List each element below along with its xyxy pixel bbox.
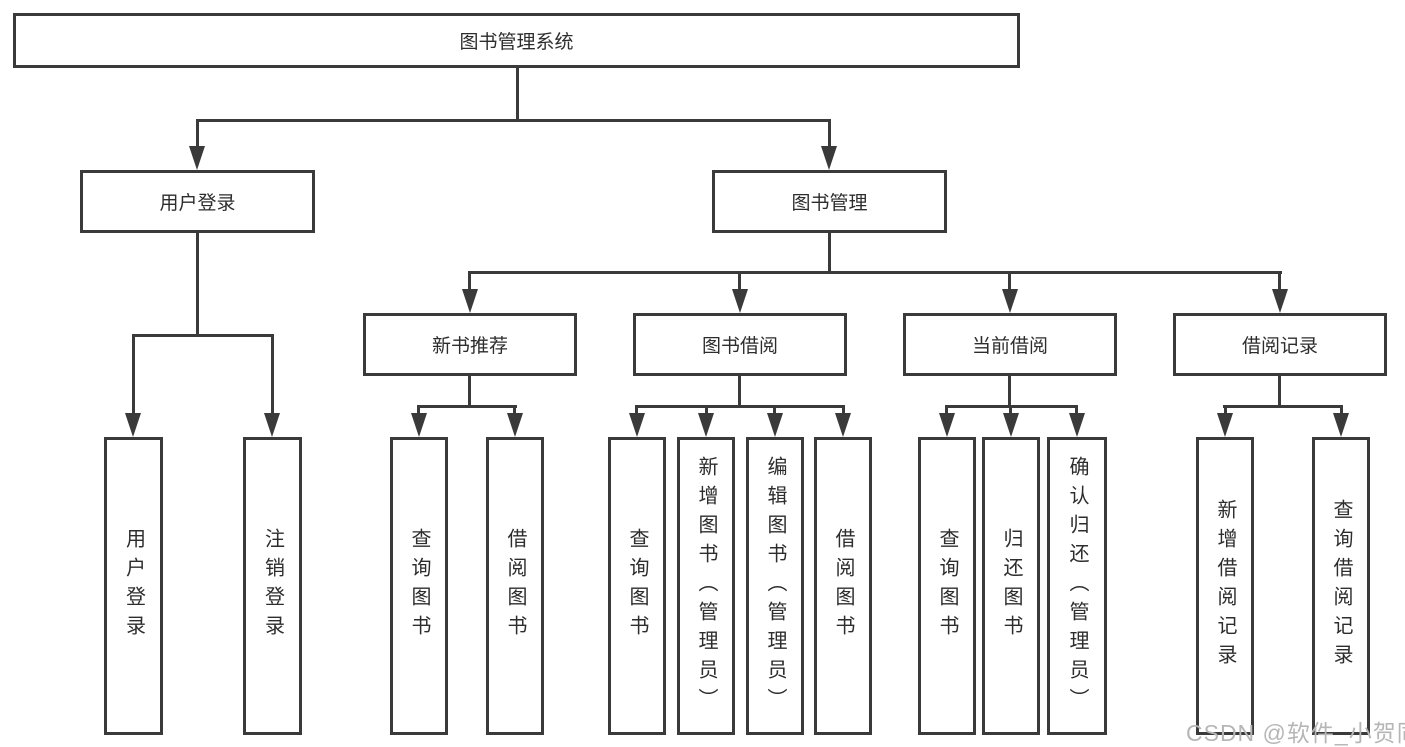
leaf-return-books: 归还图书	[982, 437, 1040, 735]
node-current-borrowing: 当前借阅	[903, 313, 1117, 376]
leaf-label: 新增借阅记录	[1214, 499, 1236, 673]
leaf-logout-label: 注销登录	[261, 528, 284, 644]
connector-drop-book-borrow	[738, 271, 741, 293]
arrowhead-current-borrow	[1002, 289, 1018, 313]
node-user-login: 用户登录	[80, 170, 315, 233]
arrowhead-leaf-user-login	[125, 413, 141, 437]
connector-drop-user-login	[196, 119, 199, 149]
watermark: CSDN @软件_小贺同学	[1186, 720, 1405, 746]
connector-new-book-stem	[468, 376, 471, 407]
leaf-label: 查询借阅记录	[1330, 499, 1352, 673]
connector-borrow-records-rail	[1223, 405, 1343, 408]
leaf-label: 查询图书	[936, 528, 958, 644]
node-borrowing-records: 借阅记录	[1173, 313, 1387, 376]
node-root-label: 图书管理系统	[459, 32, 574, 53]
connector-book-management-rail	[469, 271, 1282, 274]
connector-drop-book-management	[828, 119, 831, 149]
arrowhead-book-borrow	[732, 289, 748, 313]
leaf-confirm-return-admin: 确认归还（管理员）	[1047, 437, 1107, 735]
connector-drop	[1340, 405, 1343, 415]
connector-drop-leaf-user-login	[132, 334, 135, 416]
arrowhead-leaf	[1069, 413, 1085, 437]
leaf-query-borrow-record: 查询借阅记录	[1312, 437, 1370, 735]
arrowhead-book-management	[821, 146, 837, 170]
leaf-borrow-books-recommend: 借阅图书	[486, 437, 544, 735]
node-book-management: 图书管理	[712, 170, 947, 233]
connector-drop	[417, 405, 420, 415]
connector-drop-new-book	[468, 271, 471, 293]
connector-new-book-rail	[417, 405, 517, 408]
connector-drop-current-borrow	[1008, 271, 1011, 293]
arrowhead-borrow-records	[1272, 289, 1288, 313]
node-book-borrowing-label: 图书借阅	[701, 336, 778, 357]
leaf-logout: 注销登录	[243, 437, 302, 735]
connector-drop	[842, 405, 845, 415]
connector-root-stem	[516, 68, 519, 120]
arrowhead-user-login	[189, 146, 205, 170]
arrowhead-leaf	[698, 413, 714, 437]
leaf-label: 编辑图书（管理员）	[764, 455, 786, 717]
node-user-login-label: 用户登录	[159, 193, 236, 214]
leaf-query-books-recommend: 查询图书	[390, 437, 448, 735]
leaf-edit-book-admin: 编辑图书（管理员）	[746, 437, 804, 735]
leaf-label: 借阅图书	[504, 528, 526, 644]
connector-drop	[945, 405, 948, 415]
leaf-label: 借阅图书	[832, 528, 854, 644]
arrowhead-leaf	[1333, 413, 1349, 437]
node-book-management-label: 图书管理	[791, 193, 868, 214]
arrowhead-leaf	[835, 413, 851, 437]
connector-drop-borrow-records	[1278, 271, 1281, 293]
connector-drop	[1224, 405, 1227, 415]
arrowhead-new-book	[462, 289, 478, 313]
connector-current-borrow-stem	[1008, 376, 1011, 407]
node-book-borrowing: 图书借阅	[633, 313, 847, 376]
arrowhead-leaf	[1217, 413, 1233, 437]
leaf-query-books-current: 查询图书	[918, 437, 976, 735]
connector-drop-leaf-logout	[271, 334, 274, 416]
connector-drop	[1009, 405, 1012, 415]
arrowhead-leaf	[1003, 413, 1019, 437]
leaf-add-book-admin: 新增图书（管理员）	[677, 437, 735, 735]
connector-drop	[773, 405, 776, 415]
node-new-book-recommendation-label: 新书推荐	[431, 336, 508, 357]
leaf-label: 查询图书	[408, 528, 430, 644]
leaf-query-books-borrowing: 查询图书	[608, 437, 666, 735]
leaf-label: 归还图书	[1000, 528, 1022, 644]
connector-user-login-stem	[196, 233, 199, 336]
leaf-label: 确认归还（管理员）	[1066, 455, 1088, 717]
arrowhead-leaf	[411, 413, 427, 437]
connector-book-borrow-stem	[738, 376, 741, 407]
leaf-borrow-books: 借阅图书	[814, 437, 872, 735]
leaf-user-login: 用户登录	[104, 437, 163, 735]
leaf-label: 查询图书	[626, 528, 648, 644]
connector-book-management-stem	[828, 233, 831, 273]
arrowhead-leaf	[629, 413, 645, 437]
leaf-add-borrow-record: 新增借阅记录	[1196, 437, 1254, 735]
node-new-book-recommendation: 新书推荐	[363, 313, 577, 376]
leaf-user-login-label: 用户登录	[122, 528, 145, 644]
arrowhead-leaf	[507, 413, 523, 437]
node-borrowing-records-label: 借阅记录	[1241, 336, 1318, 357]
arrowhead-leaf	[939, 413, 955, 437]
node-current-borrowing-label: 当前借阅	[971, 336, 1048, 357]
leaf-label: 新增图书（管理员）	[695, 455, 717, 717]
arrowhead-leaf	[767, 413, 783, 437]
connector-drop	[1075, 405, 1078, 415]
connector-root-rail	[196, 119, 831, 122]
connector-borrow-records-stem	[1278, 376, 1281, 407]
node-root-library-system: 图书管理系统	[13, 13, 1020, 68]
connector-drop	[635, 405, 638, 415]
connector-book-borrow-rail	[635, 405, 844, 408]
connector-drop	[705, 405, 708, 415]
connector-drop	[513, 405, 516, 415]
connector-user-login-rail	[132, 334, 274, 337]
arrowhead-leaf-logout	[264, 413, 280, 437]
